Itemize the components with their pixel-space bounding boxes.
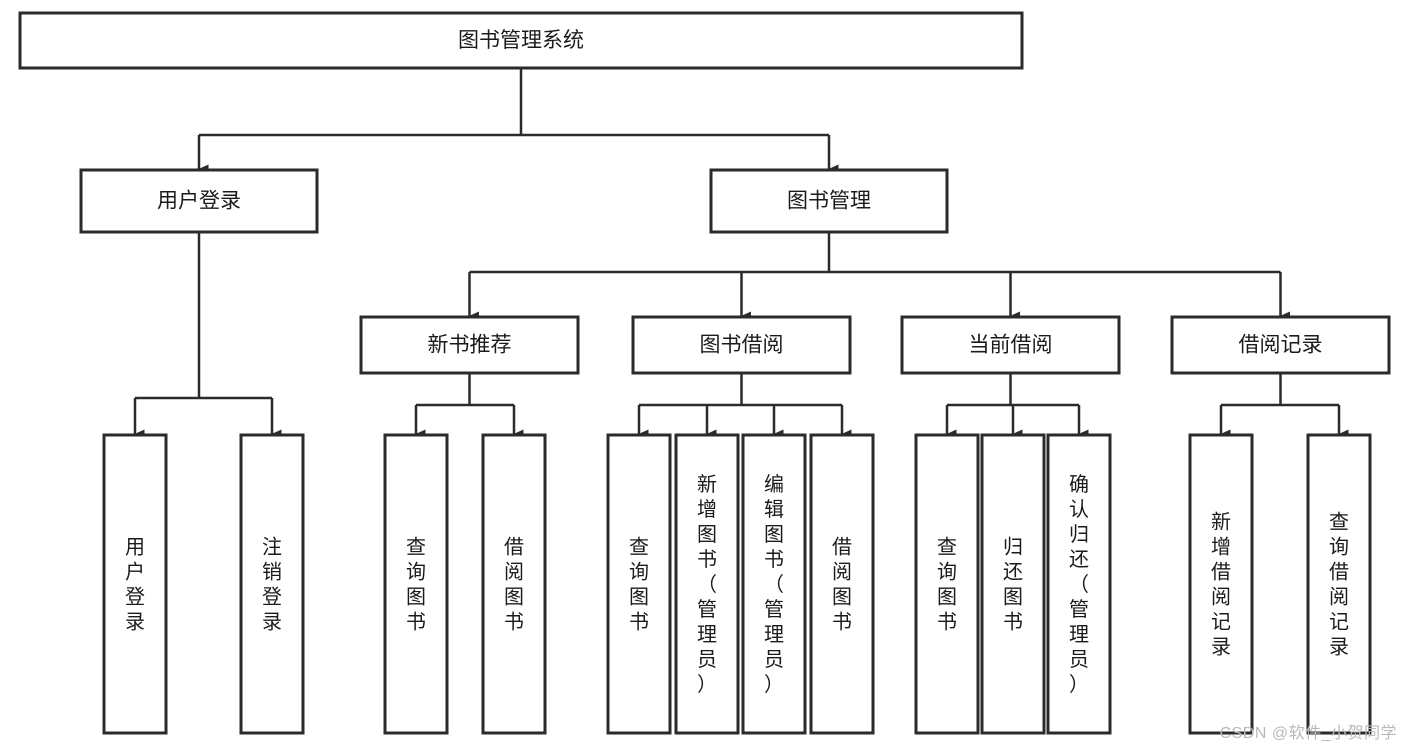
node-box[interactable] <box>383 433 449 735</box>
node-box[interactable] <box>674 433 740 735</box>
node-label: 编辑图书（管理员） <box>764 473 784 696</box>
connector-group <box>468 232 1291 321</box>
watermark-text: CSDN @软件_小贺同学 <box>1219 725 1397 742</box>
node-box[interactable] <box>1306 433 1372 735</box>
node-label: 确认归还（管理员） <box>1069 473 1089 696</box>
node-box[interactable] <box>914 433 980 735</box>
node-label: 借阅记录 <box>1239 334 1323 357</box>
node-l3[interactable]: 查询图书 <box>383 433 449 735</box>
node-bookmgmt[interactable]: 图书管理 <box>709 168 949 234</box>
connector-group <box>414 373 524 439</box>
node-box[interactable] <box>809 433 875 735</box>
node-root[interactable]: 图书管理系统 <box>18 11 1024 70</box>
node-records[interactable]: 借阅记录 <box>1170 315 1391 375</box>
connector-group <box>133 232 282 439</box>
node-box[interactable] <box>1188 433 1254 735</box>
node-box[interactable] <box>18 11 1024 70</box>
node-login[interactable]: 用户登录 <box>79 168 319 234</box>
node-box[interactable] <box>1046 433 1112 735</box>
connector-group <box>197 68 839 174</box>
connector-group <box>945 373 1089 439</box>
node-borrow[interactable]: 图书借阅 <box>631 315 852 375</box>
node-box[interactable] <box>481 433 547 735</box>
node-box[interactable] <box>900 315 1121 375</box>
node-label: 查询借阅记录 <box>1329 511 1349 659</box>
node-l8[interactable]: 借阅图书 <box>809 433 875 735</box>
node-box[interactable] <box>359 315 580 375</box>
node-box[interactable] <box>606 433 672 735</box>
node-box[interactable] <box>631 315 852 375</box>
node-label: 用户登录 <box>157 190 241 213</box>
node-label: 注销登录 <box>262 536 282 634</box>
node-l9[interactable]: 查询图书 <box>914 433 980 735</box>
node-box[interactable] <box>1170 315 1391 375</box>
node-l11[interactable]: 确认归还（管理员） <box>1046 433 1112 735</box>
node-label: 借阅图书 <box>832 536 852 634</box>
node-label: 归还图书 <box>1003 536 1023 634</box>
connector-layer <box>133 68 1349 439</box>
node-l6[interactable]: 新增图书（管理员） <box>674 433 740 735</box>
node-label: 查询图书 <box>406 536 426 634</box>
connector-group <box>637 373 852 439</box>
node-box[interactable] <box>79 168 319 234</box>
node-current[interactable]: 当前借阅 <box>900 315 1121 375</box>
node-box[interactable] <box>741 433 807 735</box>
node-box[interactable] <box>102 433 168 735</box>
node-l12[interactable]: 新增借阅记录 <box>1188 433 1254 735</box>
node-l4[interactable]: 借阅图书 <box>481 433 547 735</box>
node-layer: 图书管理系统用户登录图书管理新书推荐图书借阅当前借阅借阅记录用户登录注销登录查询… <box>18 11 1391 735</box>
node-label: 当前借阅 <box>969 334 1053 357</box>
node-label: 图书管理 <box>787 190 871 213</box>
node-label: 新增图书（管理员） <box>697 473 717 696</box>
connector-group <box>1219 373 1349 439</box>
node-box[interactable] <box>709 168 949 234</box>
node-l7[interactable]: 编辑图书（管理员） <box>741 433 807 735</box>
node-newbook[interactable]: 新书推荐 <box>359 315 580 375</box>
node-label: 查询图书 <box>629 536 649 634</box>
node-l2[interactable]: 注销登录 <box>239 433 305 735</box>
node-l13[interactable]: 查询借阅记录 <box>1306 433 1372 735</box>
node-label: 图书管理系统 <box>458 29 584 52</box>
node-l1[interactable]: 用户登录 <box>102 433 168 735</box>
node-label: 查询图书 <box>937 536 957 634</box>
node-label: 图书借阅 <box>700 334 784 357</box>
node-label: 借阅图书 <box>504 536 524 634</box>
node-label: 新增借阅记录 <box>1211 511 1231 659</box>
node-l10[interactable]: 归还图书 <box>980 433 1046 735</box>
node-l5[interactable]: 查询图书 <box>606 433 672 735</box>
node-label: 用户登录 <box>125 537 145 634</box>
node-box[interactable] <box>239 433 305 735</box>
node-box[interactable] <box>980 433 1046 735</box>
node-label: 新书推荐 <box>428 334 512 357</box>
